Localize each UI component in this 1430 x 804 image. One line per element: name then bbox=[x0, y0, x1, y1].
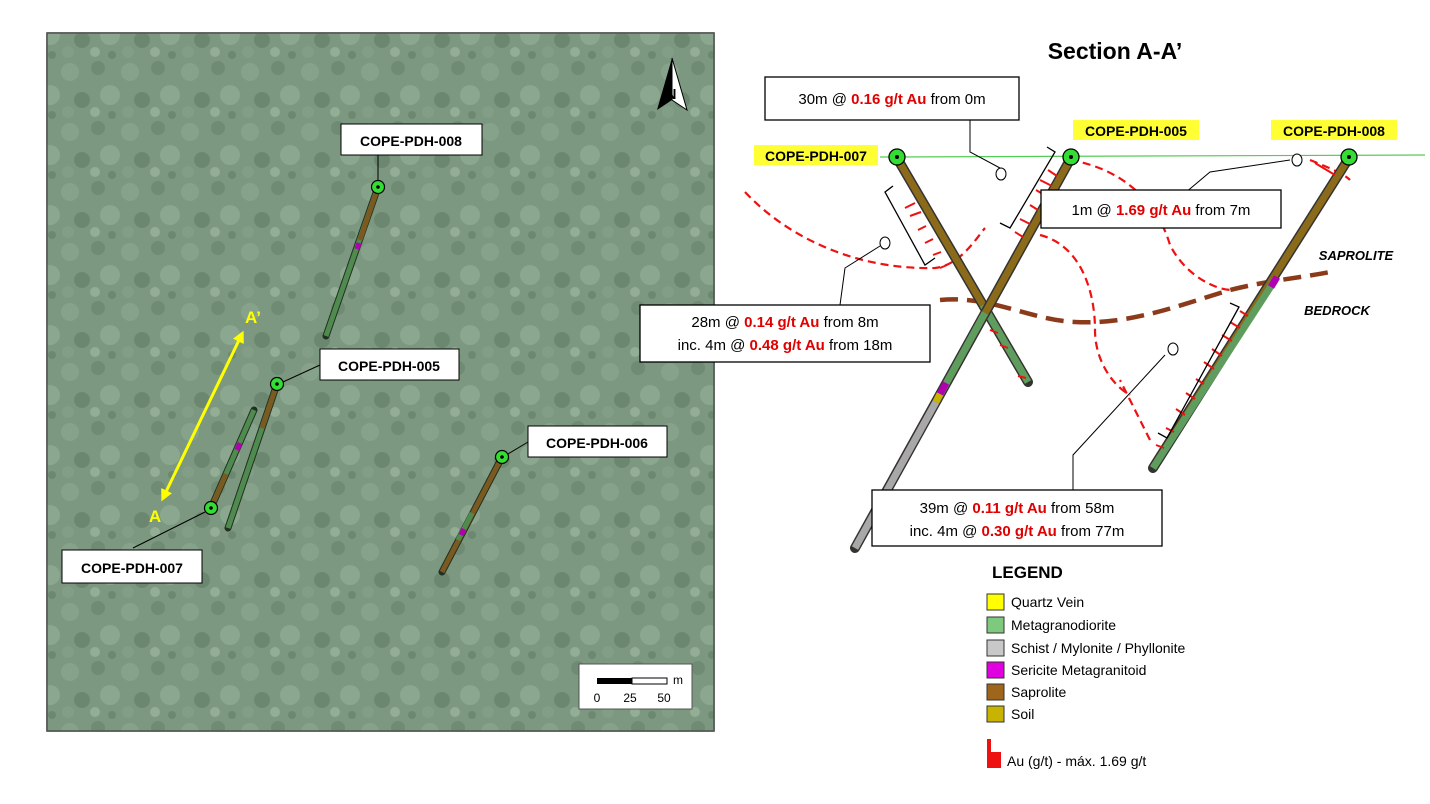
scale-unit: m bbox=[673, 673, 683, 687]
svg-text:28m @ 0.14 g/t Au from 8m: 28m @ 0.14 g/t Au from 8m bbox=[691, 314, 878, 331]
collar-label[interactable]: COPE-PDH-005 bbox=[1073, 120, 1199, 140]
collar-marker[interactable] bbox=[269, 376, 285, 392]
drillhole-label[interactable]: COPE-PDH-005 bbox=[319, 348, 460, 381]
legend-item: Metagranodiorite bbox=[986, 616, 1116, 634]
svg-text:COPE-PDH-008: COPE-PDH-008 bbox=[1283, 123, 1385, 139]
drillhole-label[interactable]: COPE-PDH-008 bbox=[340, 123, 483, 156]
drillhole-id: COPE-PDH-007 bbox=[81, 560, 183, 576]
legend-item: Soil bbox=[986, 705, 1034, 723]
drillhole-label[interactable]: COPE-PDH-007 bbox=[61, 549, 203, 584]
collar-marker[interactable] bbox=[203, 500, 219, 516]
legend-swatch bbox=[986, 639, 1005, 657]
interval-bracket bbox=[884, 146, 1240, 439]
svg-text:1m @ 1.69 g/t Au from 7m: 1m @ 1.69 g/t Au from 7m bbox=[1072, 202, 1251, 219]
svg-text:COPE-PDH-007: COPE-PDH-007 bbox=[765, 148, 867, 164]
au-legend-item: Au (g/t) - máx. 1.69 g/t bbox=[987, 739, 1146, 769]
collar-marker[interactable] bbox=[370, 179, 386, 195]
legend-item: Saprolite bbox=[986, 683, 1066, 701]
drillhole-id: COPE-PDH-006 bbox=[546, 435, 648, 451]
legend-item: Quartz Vein bbox=[986, 593, 1084, 611]
section-title: Section A-A’ bbox=[1048, 38, 1183, 64]
svg-text:Au (g/t) - máx. 1.69 g/t: Au (g/t) - máx. 1.69 g/t bbox=[1007, 753, 1146, 769]
drill-trace-005 bbox=[224, 380, 281, 532]
scale-bar: m 0 25 50 bbox=[578, 663, 693, 710]
section-hole-005 bbox=[850, 153, 1076, 553]
svg-text:Sericite Metagranitoid: Sericite Metagranitoid bbox=[1011, 662, 1146, 678]
drill-trace-008 bbox=[322, 183, 382, 340]
svg-text:Saprolite: Saprolite bbox=[1011, 684, 1066, 700]
intercept-callout[interactable]: 1m @ 1.69 g/t Au from 7m bbox=[1040, 189, 1282, 229]
section-hole-007 bbox=[892, 153, 1033, 387]
scale-tick: 0 bbox=[594, 691, 601, 705]
section-collar[interactable] bbox=[888, 148, 906, 166]
drillhole-label[interactable]: COPE-PDH-006 bbox=[527, 425, 668, 458]
svg-text:Metagranodiorite: Metagranodiorite bbox=[1011, 617, 1116, 633]
legend-swatch bbox=[986, 705, 1005, 723]
bedrock-label: BEDROCK bbox=[1304, 303, 1371, 318]
legend-title: LEGEND bbox=[992, 563, 1063, 582]
section-collar[interactable] bbox=[1340, 148, 1358, 166]
intercept-callout[interactable]: 28m @ 0.14 g/t Au from 8m inc. 4m @ 0.48… bbox=[639, 304, 931, 363]
collar-label[interactable]: COPE-PDH-008 bbox=[1271, 120, 1397, 140]
scale-tick: 25 bbox=[623, 691, 637, 705]
svg-text:39m @ 0.11 g/t Au from 58m: 39m @ 0.11 g/t Au from 58m bbox=[920, 500, 1115, 517]
cross-section: Section A-A’ bbox=[639, 38, 1426, 553]
section-end-label: A’ bbox=[245, 308, 261, 327]
callout-dot bbox=[879, 153, 1303, 356]
legend-swatch bbox=[986, 616, 1005, 634]
legend-swatch bbox=[986, 661, 1005, 679]
drill-trace-006 bbox=[438, 453, 506, 576]
legend-item: Schist / Mylonite / Phyllonite bbox=[986, 639, 1186, 657]
section-hole-008 bbox=[1148, 153, 1354, 473]
svg-text:Quartz Vein: Quartz Vein bbox=[1011, 594, 1084, 610]
legend-swatch bbox=[986, 683, 1005, 701]
svg-text:Soil: Soil bbox=[1011, 706, 1034, 722]
drillhole-id: COPE-PDH-008 bbox=[360, 133, 462, 149]
north-arrow-icon: N bbox=[657, 57, 688, 112]
section-collar[interactable] bbox=[1062, 148, 1080, 166]
topography-line bbox=[879, 154, 1426, 158]
scale-tick: 50 bbox=[657, 691, 671, 705]
intercept-callout[interactable]: 39m @ 0.11 g/t Au from 58m inc. 4m @ 0.3… bbox=[871, 489, 1163, 547]
legend-swatch bbox=[986, 593, 1005, 611]
north-letter: N bbox=[666, 86, 677, 103]
saprolite-bedrock-boundary bbox=[939, 269, 1331, 325]
svg-text:inc. 4m @ 0.48 g/t Au from 18m: inc. 4m @ 0.48 g/t Au from 18m bbox=[678, 337, 893, 354]
au-bar-icon bbox=[987, 739, 1001, 768]
collar-label[interactable]: COPE-PDH-007 bbox=[754, 145, 878, 165]
legend-item: Sericite Metagranitoid bbox=[986, 661, 1146, 679]
drillhole-id: COPE-PDH-005 bbox=[338, 358, 440, 374]
svg-text:Schist / Mylonite / Phyllonite: Schist / Mylonite / Phyllonite bbox=[1011, 640, 1186, 656]
section-start-label: A bbox=[149, 507, 161, 526]
svg-text:inc. 4m @ 0.30 g/t Au from 77m: inc. 4m @ 0.30 g/t Au from 77m bbox=[910, 523, 1125, 540]
svg-text:30m @ 0.16 g/t Au from 0m: 30m @ 0.16 g/t Au from 0m bbox=[798, 91, 985, 108]
plan-map: N A A’ bbox=[46, 32, 715, 732]
intercept-callout[interactable]: 30m @ 0.16 g/t Au from 0m bbox=[764, 76, 1020, 121]
section-line-a-a: A A’ bbox=[149, 308, 261, 526]
collar-marker[interactable] bbox=[494, 449, 510, 465]
saprolite-label: SAPROLITE bbox=[1319, 248, 1394, 263]
svg-text:COPE-PDH-005: COPE-PDH-005 bbox=[1085, 123, 1187, 139]
legend: LEGEND Quartz Vein Metagranodiorite Schi… bbox=[986, 563, 1186, 769]
